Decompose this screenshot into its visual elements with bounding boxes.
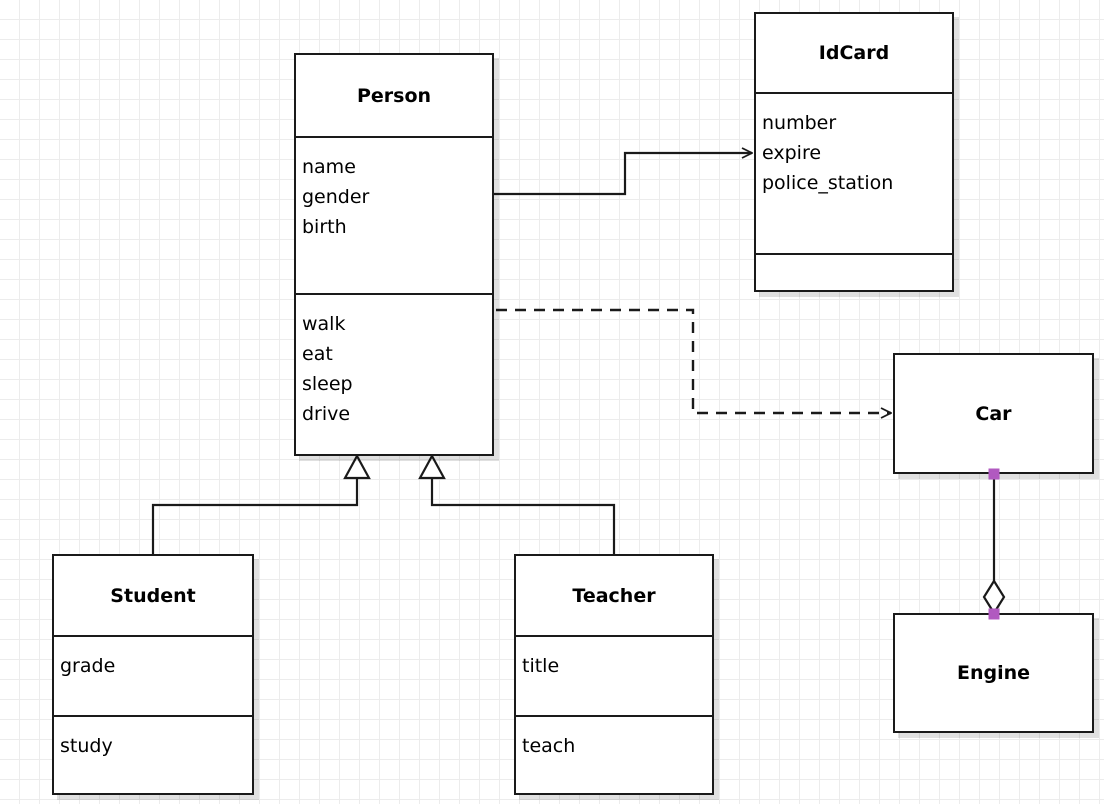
- class-box-idcard[interactable]: IdCard number expire police_station: [754, 12, 954, 292]
- attribute-item: name: [302, 156, 356, 178]
- class-name-idcard: IdCard: [818, 42, 890, 64]
- class-name-student: Student: [110, 584, 196, 607]
- class-box-student[interactable]: Student grade study: [52, 554, 254, 795]
- operation-item: study: [60, 735, 113, 757]
- class-name-car: Car: [975, 402, 1012, 425]
- class-box-engine[interactable]: Engine: [893, 613, 1094, 733]
- attribute-item: police_station: [762, 172, 894, 194]
- edge-handle-car-end[interactable]: [988, 468, 1000, 480]
- operations-compartment: walk eat sleep drive: [296, 293, 492, 454]
- attribute-item: gender: [302, 186, 370, 208]
- class-name-teacher: Teacher: [572, 584, 656, 607]
- attributes-compartment: title: [516, 635, 712, 715]
- generalization-triangle-student: [343, 453, 371, 480]
- attributes-compartment: number expire police_station: [756, 92, 952, 253]
- class-name-compartment: Student: [54, 556, 252, 635]
- operation-item: teach: [522, 735, 576, 757]
- operations-compartment: study: [54, 715, 252, 793]
- class-box-teacher[interactable]: Teacher title teach: [514, 554, 714, 795]
- operation-item: sleep: [302, 373, 353, 395]
- class-box-person[interactable]: Person name gender birth walk eat sleep …: [294, 53, 494, 456]
- edge-person-idcard[interactable]: [494, 153, 752, 196]
- class-name-compartment: Car: [895, 355, 1092, 472]
- class-box-car[interactable]: Car: [893, 353, 1094, 474]
- edge-person-car[interactable]: [496, 308, 891, 413]
- attribute-item: birth: [302, 216, 347, 238]
- class-name-compartment: IdCard: [756, 14, 952, 92]
- operations-compartment: teach: [516, 715, 712, 793]
- attributes-compartment: grade: [54, 635, 252, 715]
- class-name-compartment: Engine: [895, 615, 1092, 731]
- class-name-engine: Engine: [956, 662, 1031, 684]
- attributes-compartment: name gender birth: [296, 136, 492, 293]
- edge-car-engine[interactable]: [982, 474, 1006, 616]
- class-name-compartment: Person: [296, 55, 492, 136]
- attribute-item: number: [762, 112, 837, 134]
- operation-item: walk: [302, 313, 346, 335]
- operation-item: drive: [302, 403, 351, 425]
- edge-teacher-person[interactable]: [418, 453, 616, 554]
- class-name-person: Person: [356, 84, 432, 107]
- attribute-item: expire: [762, 142, 822, 164]
- generalization-triangle-teacher: [418, 453, 446, 480]
- operations-compartment: [756, 253, 952, 290]
- edge-handle-engine-end[interactable]: [988, 608, 1000, 620]
- attribute-item: grade: [60, 655, 116, 677]
- attribute-item: title: [522, 655, 560, 677]
- operation-item: eat: [302, 343, 333, 365]
- edge-student-person[interactable]: [151, 453, 371, 554]
- class-name-compartment: Teacher: [516, 556, 712, 635]
